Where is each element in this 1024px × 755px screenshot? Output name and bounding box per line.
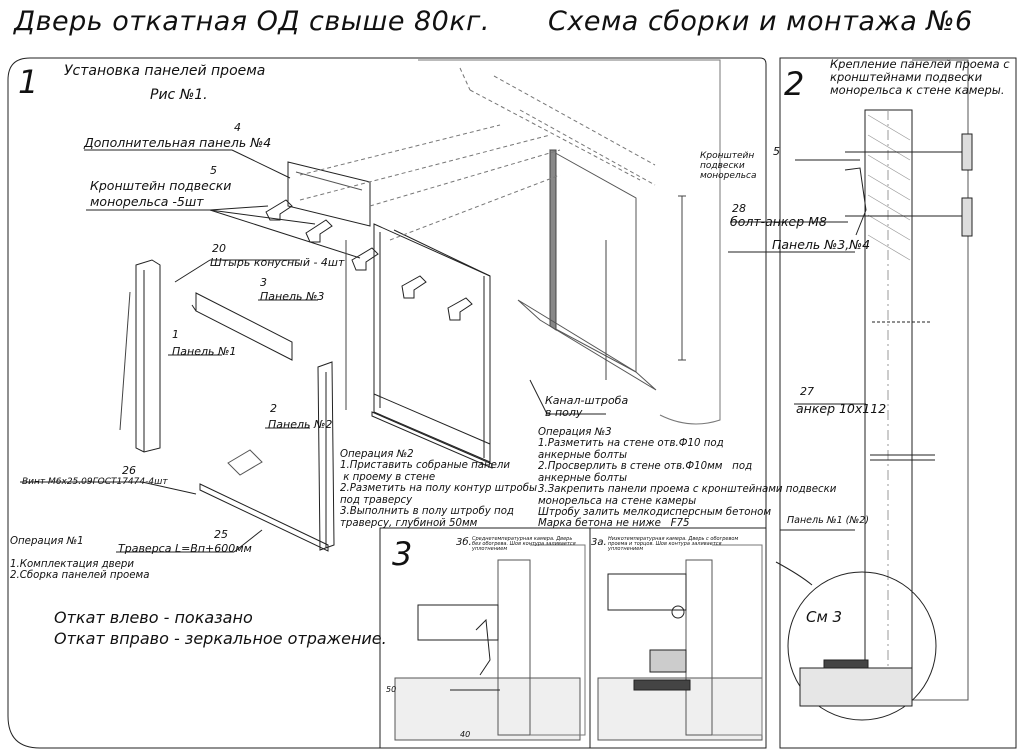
section-2-number: 2 [784, 65, 805, 103]
callout-num-1: 1 [172, 328, 179, 341]
operation-1-text: Операция №1 1.Комплектация двери 2.Сборк… [10, 536, 150, 582]
frame-section-2 [779, 57, 1017, 749]
callout-num-20: 20 [212, 242, 226, 255]
s2-callout-label-panel-3-4: Панель №3,№4 [772, 237, 871, 252]
callout-label-panel-3: Панель №3 [260, 290, 325, 303]
section-2-title: Крепление панелей проема с кронштейнами … [830, 57, 1010, 98]
section-3a-note: Низкотемпературная камера. Дверь с обогр… [608, 536, 739, 552]
callout-num-5: 5 [210, 164, 217, 177]
section-1-title: Установка панелей проема [64, 63, 266, 79]
s2-callout-label-bracket: Кронштейн подвески монорельса [700, 151, 757, 181]
callout-num-3: 3 [260, 276, 267, 289]
section-1-number: 1 [18, 63, 39, 101]
s2-see-reference: См 3 [806, 608, 843, 626]
channel-label-1: Канал-штроба [545, 394, 629, 407]
title-left: Дверь откатная ОД свыше 80кг. [14, 6, 490, 37]
s2-callout-num-5: 5 [773, 145, 780, 158]
note-left-rollback: Откат влево - показано [54, 608, 253, 627]
s2-callout-label-panel-1-2: Панель №1 (№2) [787, 515, 869, 526]
callout-label-bracket-2: монорельса -5шт [90, 194, 204, 209]
callout-label-panel-4: Дополнительная панель №4 [84, 135, 272, 150]
note-right-rollback: Откат вправо - зеркальное отражение. [54, 629, 387, 648]
section-3b-note: Среднетемпературная камера. Дверь без об… [472, 536, 576, 552]
s2-callout-label-anchor: анкер 10х112 [796, 401, 887, 416]
s2-callout-label-bolt: болт-анкер М8 [730, 214, 827, 229]
s2-callout-num-28: 28 [732, 202, 746, 215]
frame-section-3 [379, 527, 767, 749]
callout-label-panel-1: Панель №1 [172, 345, 237, 358]
callout-num-25: 25 [214, 528, 228, 541]
section-3-number: 3 [392, 535, 413, 573]
section-1-figure: Рис №1. [150, 87, 208, 103]
callout-num-4: 4 [234, 121, 241, 134]
callout-num-26: 26 [122, 464, 136, 477]
callout-num-2: 2 [270, 402, 277, 415]
operation-3-text: Операция №3 1.Разметить на стене отв.Ф10… [538, 427, 837, 530]
section-3-dim-40: 40 [460, 730, 471, 739]
callout-label-panel-2: Панель №2 [268, 418, 333, 431]
callout-label-pin: Штырь конусный - 4шт [210, 256, 345, 269]
section-3b-label: 3б. [456, 537, 472, 548]
frame-section-1 [7, 57, 767, 749]
section-3-dim-50: 50 [386, 685, 397, 694]
callout-label-bracket-1: Кронштейн подвески [90, 178, 232, 193]
channel-label-2: в полу [545, 406, 583, 419]
title-right: Схема сборки и монтажа №6 [548, 6, 973, 37]
operation-2-text: Операция №2 1.Приставить собраные панели… [340, 449, 538, 529]
callout-label-screw: Винт М6х25.09ГОСТ17474-4шт [22, 477, 168, 487]
s2-callout-num-27: 27 [800, 385, 814, 398]
callout-label-traverse: Траверса L=Bп+600мм [118, 542, 252, 555]
section-3a-label: 3а. [591, 537, 607, 548]
